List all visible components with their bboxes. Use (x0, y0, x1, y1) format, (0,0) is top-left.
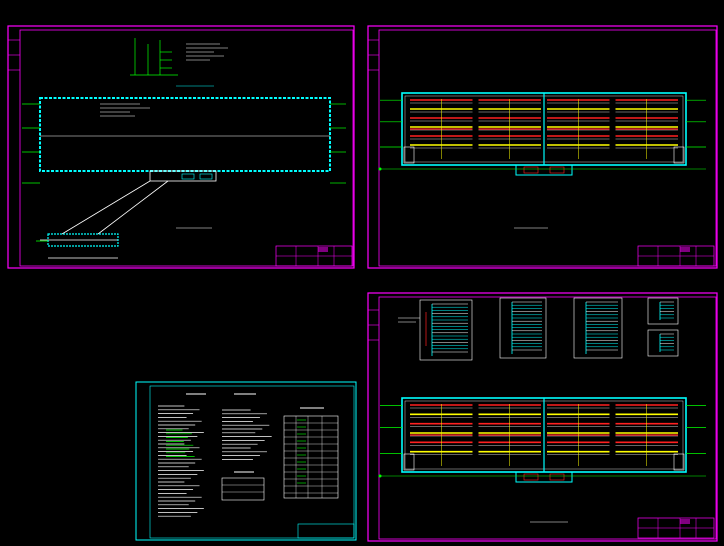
building-outline (39, 97, 331, 172)
notes-text-blocks (158, 393, 324, 517)
floor-plan-lighting (378, 92, 706, 176)
sheet-site-plan[interactable] (7, 25, 355, 269)
floor-plan-power (378, 397, 706, 483)
sheet-design-notes[interactable] (135, 381, 357, 541)
sheet-power-plan[interactable] (367, 292, 718, 542)
materials-table (283, 415, 339, 499)
single-line-diagram (130, 38, 178, 76)
distribution-board-schematics (398, 297, 679, 361)
sheet-lighting-plan[interactable] (367, 25, 718, 269)
title-block-notes (297, 523, 355, 539)
